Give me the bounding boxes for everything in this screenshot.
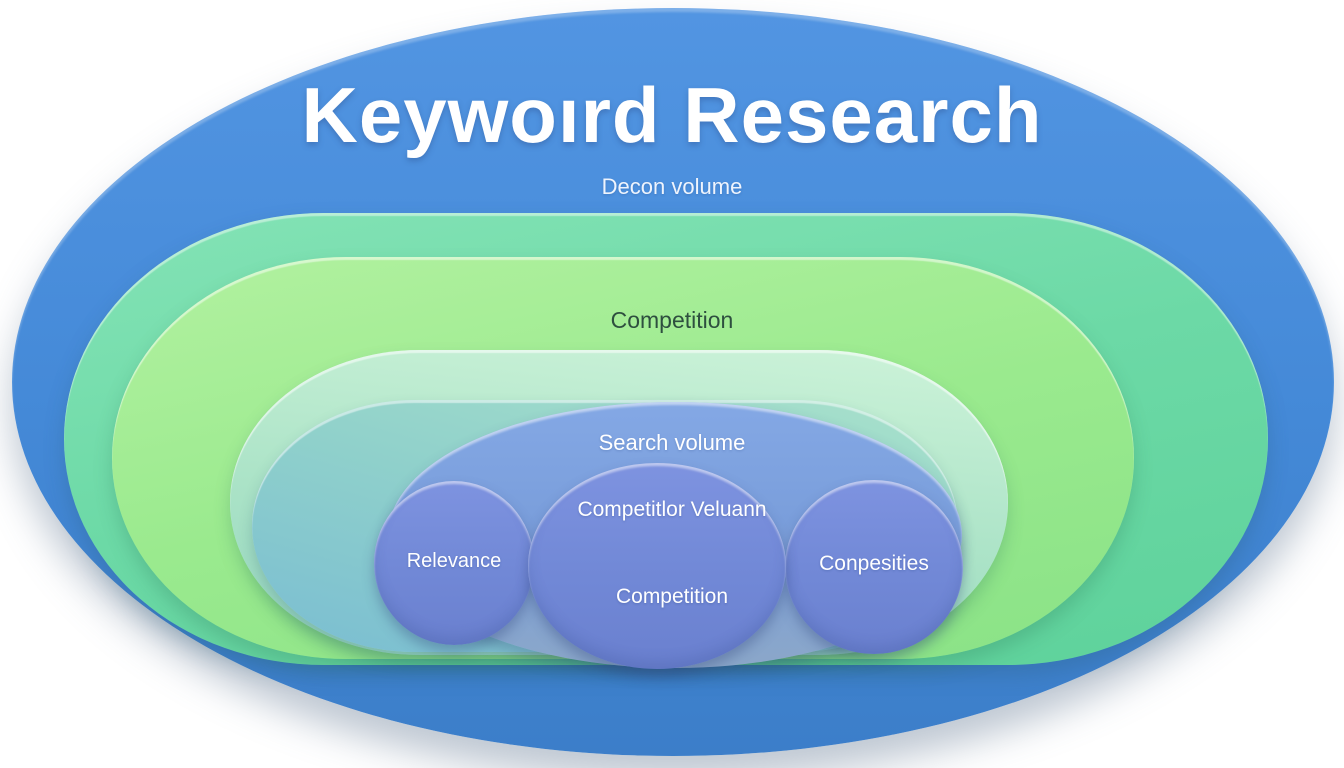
node-conpesities: Conpesities — [785, 480, 963, 654]
center-node-top-label: Competitlor Veluann — [577, 498, 767, 521]
center-node-bottom-label: Competition — [615, 585, 729, 608]
diagram-title: Keywoırd Research — [301, 71, 1043, 159]
competition-layer-label: Competition — [610, 307, 734, 333]
conpesities-label: Conpesities — [819, 552, 929, 575]
search-volume-label: Search volume — [598, 430, 746, 455]
node-center-competition — [528, 463, 786, 669]
diagram-subtitle: Decon volume — [601, 174, 743, 199]
node-relevance: Relevance — [374, 481, 534, 645]
relevance-label: Relevance — [406, 550, 502, 572]
